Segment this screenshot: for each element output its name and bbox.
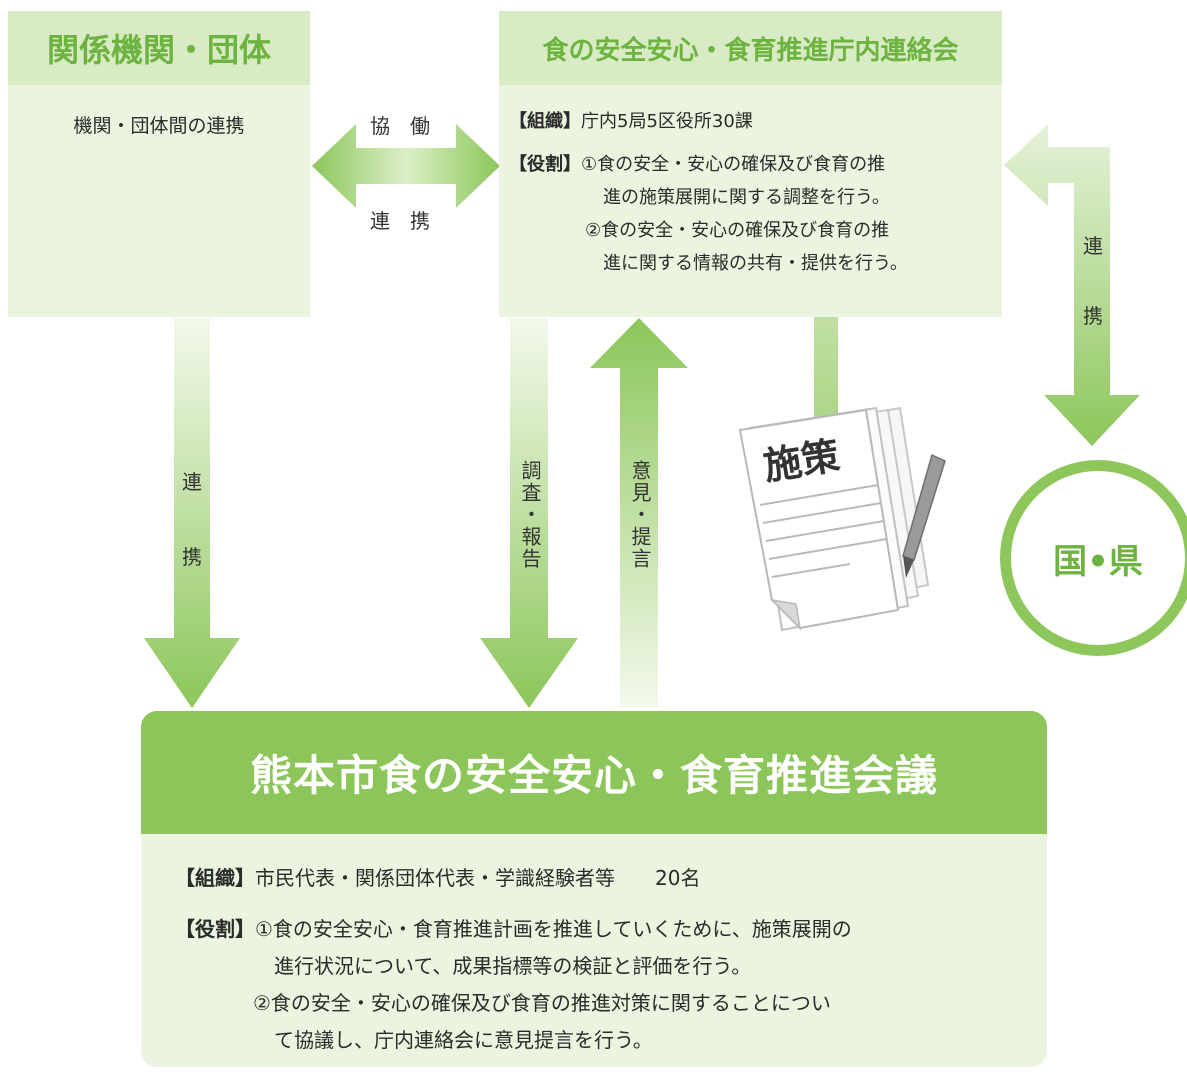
council-role-line-1: ①食の安全安心・食育推進計画を推進していくために、施策展開の bbox=[255, 917, 852, 941]
council-role-line-2: 進行状況について、成果指標等の検証と評価を行う。 bbox=[274, 954, 752, 978]
council-org-text: 市民代表・関係団体代表・学識経験者等 20名 bbox=[255, 866, 701, 890]
council-role-line-4: て協議し、庁内連絡会に意見提言を行う。 bbox=[274, 1028, 653, 1052]
liaison-org-label: 【組織】 bbox=[509, 111, 581, 132]
promotion-council-title: 熊本市食の安全安心・食育推進会議 bbox=[141, 711, 1047, 834]
right-renkei-2: 携 bbox=[1083, 304, 1103, 328]
council-org-line: 【組織】市民代表・関係団体代表・学識経験者等 20名 bbox=[175, 860, 1047, 897]
collaboration-double-arrow bbox=[312, 124, 500, 208]
council-role-line-3: ②食の安全・安心の確保及び食育の推進対策に関することについ bbox=[253, 991, 831, 1015]
liaison-council-title: 食の安全安心・食育推進庁内連絡会 bbox=[499, 11, 1002, 85]
liaison-role-line-4: 進に関する情報の共有・提供を行う。 bbox=[603, 253, 908, 274]
report-down-arrow bbox=[480, 318, 578, 708]
related-organizations-text: 機関・団体間の連携 bbox=[73, 115, 245, 137]
opinion-up-arrow bbox=[590, 318, 688, 708]
council-org-label: 【組織】 bbox=[175, 866, 255, 890]
council-role-label: 【役割】 bbox=[175, 917, 255, 941]
council-role-block: 【役割】①食の安全安心・食育推進計画を推進していくために、施策展開の 進行状況に… bbox=[175, 911, 1047, 1059]
related-organizations-box: 関係機関・団体 機関・団体間の連携 bbox=[8, 11, 310, 317]
policy-document-icon bbox=[738, 406, 946, 632]
policy-connector bbox=[814, 290, 838, 445]
national-prefectural-label: 国•県 bbox=[1053, 541, 1143, 582]
liaison-role-line-1: ①食の安全・安心の確保及び食育の推 bbox=[581, 154, 886, 175]
left-down-arrow bbox=[144, 318, 240, 708]
related-organizations-title: 関係機関・団体 bbox=[8, 11, 310, 85]
right-renkei-1: 連 bbox=[1083, 234, 1103, 258]
opinion-label: 意見・提言 bbox=[628, 460, 652, 570]
national-prefectural-circle: 国•県 bbox=[1000, 460, 1187, 656]
liaison-council-box: 食の安全安心・食育推進庁内連絡会 【組織】庁内5局5区役所30課 【役割】①食の… bbox=[499, 11, 1002, 317]
liaison-role-line-2: 進の施策展開に関する調整を行う。 bbox=[603, 187, 890, 208]
left-renkei-2: 携 bbox=[182, 545, 202, 569]
liaison-org-text: 庁内5局5区役所30課 bbox=[581, 111, 753, 132]
kyodo-label: 協 働 bbox=[370, 114, 430, 138]
promotion-council-box: 熊本市食の安全安心・食育推進会議 【組織】市民代表・関係団体代表・学識経験者等 … bbox=[141, 711, 1047, 1067]
policy-document-label: 施策 bbox=[760, 433, 843, 489]
right-bent-arrow bbox=[1004, 124, 1140, 446]
liaison-role-label: 【役割】 bbox=[509, 154, 581, 175]
liaison-org-line: 【組織】庁内5局5区役所30課 bbox=[509, 105, 1002, 138]
report-label: 調査・報告 bbox=[518, 460, 542, 570]
liaison-role-line-3: ②食の安全・安心の確保及び食育の推 bbox=[585, 220, 890, 241]
renkei-mid-label: 連 携 bbox=[370, 209, 430, 233]
liaison-role-block: 【役割】①食の安全・安心の確保及び食育の推 進の施策展開に関する調整を行う。 ②… bbox=[509, 148, 1002, 280]
left-renkei-1: 連 bbox=[182, 470, 202, 494]
